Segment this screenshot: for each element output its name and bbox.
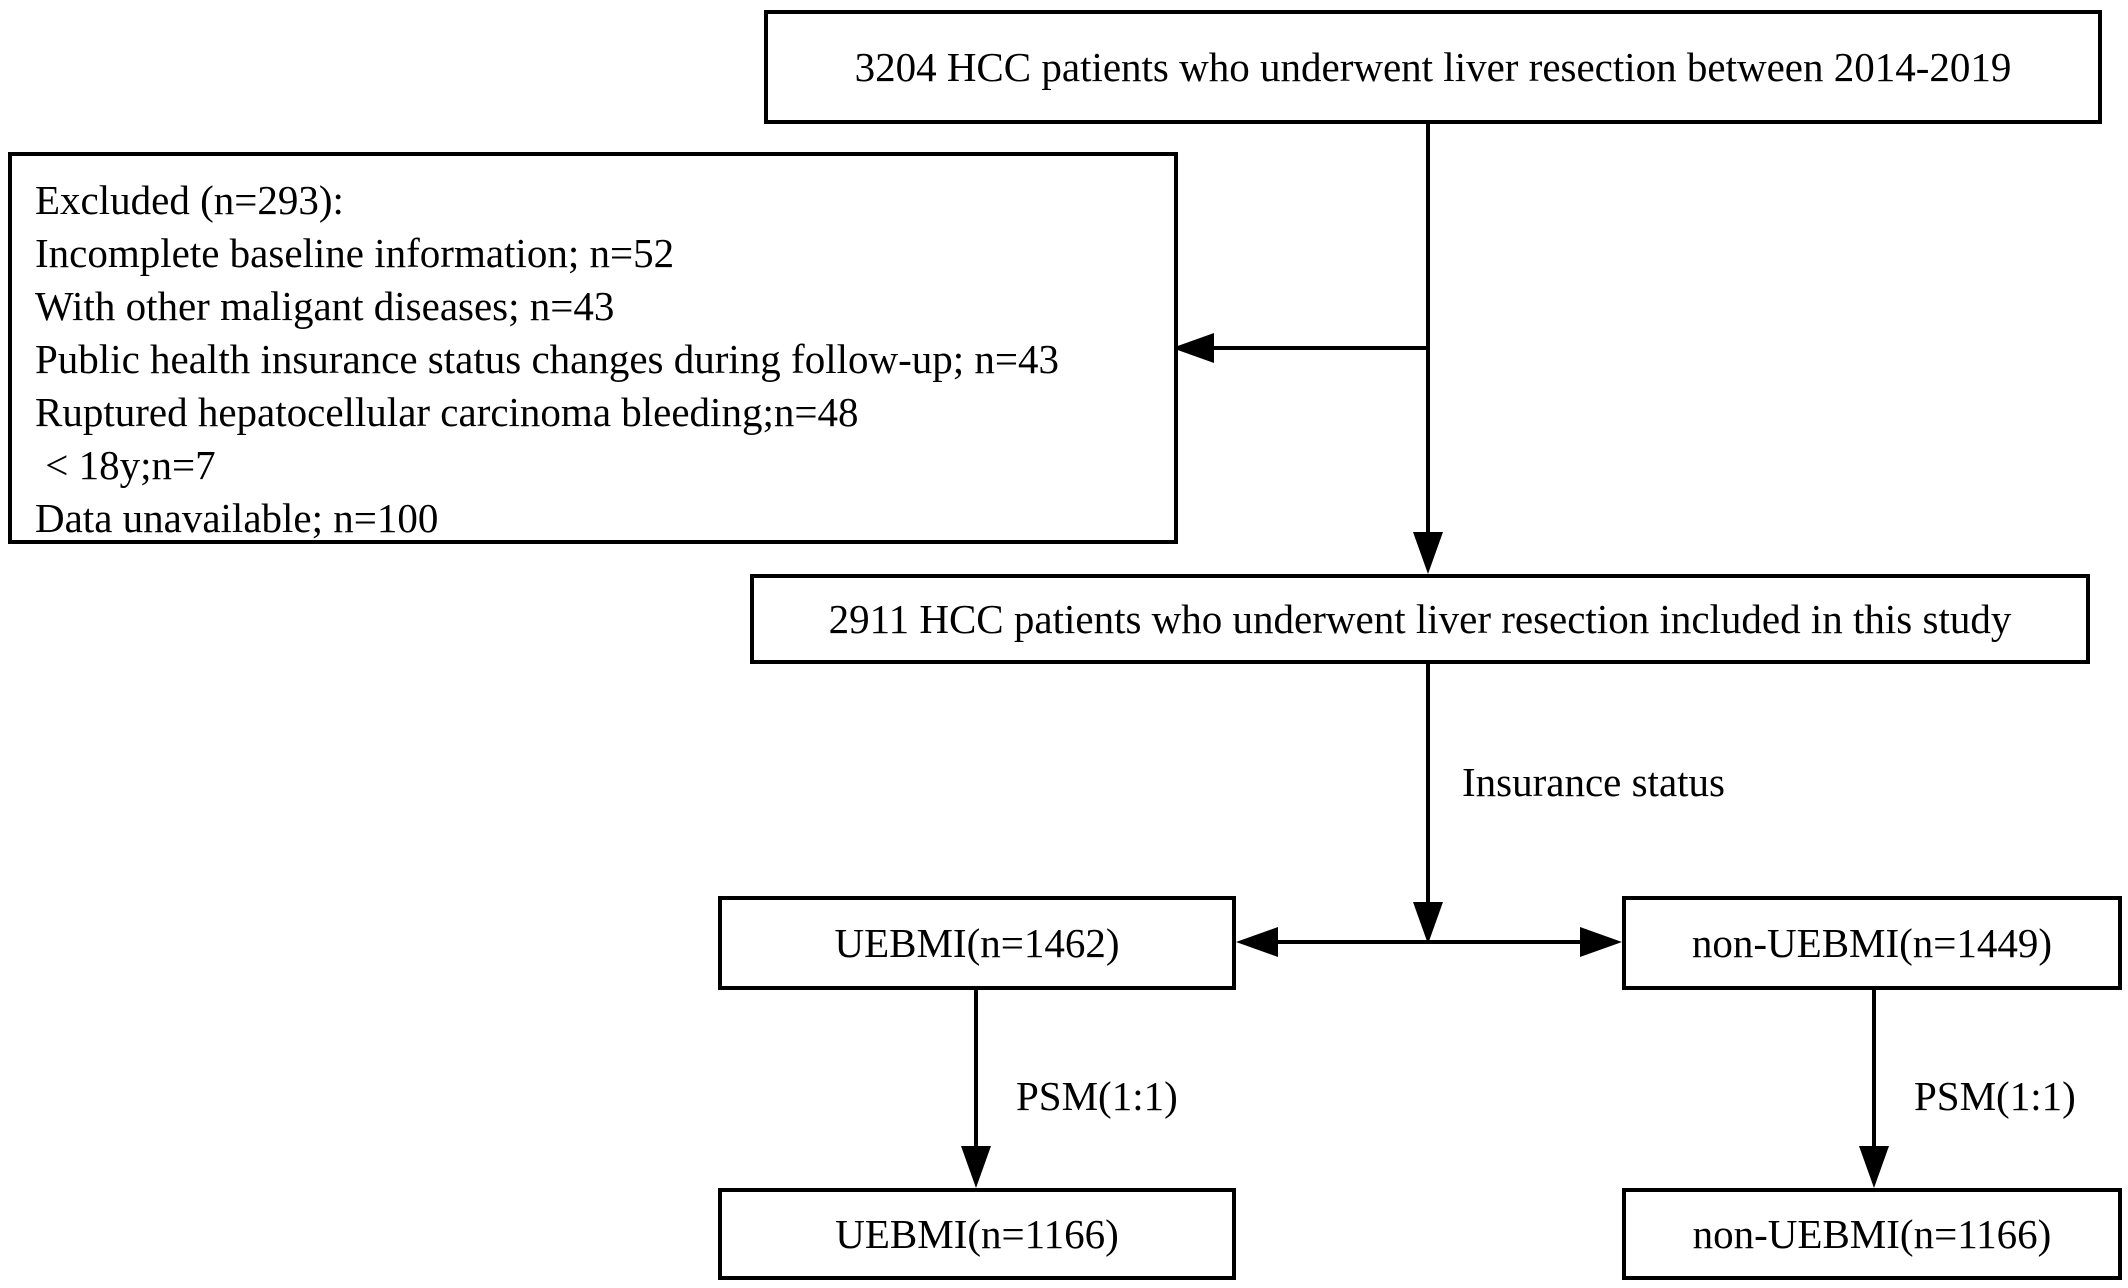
excluded-reason-insurance-change: Public health insurance status changes d… — [35, 336, 1059, 382]
arrowhead-to-uebmi — [1236, 927, 1278, 957]
arrowhead-right-psm — [1859, 1146, 1889, 1188]
excluded-reason-under-18: < 18y;n=7 — [35, 442, 216, 488]
excluded-reason-other-malignant: With other maligant diseases; n=43 — [35, 283, 615, 329]
psm-left-label: PSM(1:1) — [1016, 1073, 1178, 1119]
arrowhead-to-included — [1413, 532, 1443, 574]
excluded-box: Excluded (n=293): Incomplete baseline in… — [8, 152, 1178, 544]
arrowhead-to-non-uebmi — [1580, 927, 1622, 957]
non-uebmi-before-box: non-UEBMI(n=1449) — [1622, 896, 2122, 990]
non-uebmi-after-box: non-UEBMI(n=1166) — [1622, 1188, 2122, 1280]
uebmi-after-box: UEBMI(n=1166) — [718, 1188, 1236, 1280]
included-patients-box: 2911 HCC patients who underwent liver re… — [750, 574, 2090, 664]
excluded-reason-incomplete-baseline: Incomplete baseline information; n=52 — [35, 230, 675, 276]
psm-right-label: PSM(1:1) — [1914, 1073, 2076, 1119]
excluded-reason-ruptured-bleeding: Ruptured hepatocellular carcinoma bleedi… — [35, 389, 859, 435]
excluded-reason-data-unavailable: Data unavailable; n=100 — [35, 495, 439, 541]
uebmi-before-box: UEBMI(n=1462) — [718, 896, 1236, 990]
arrowhead-split-down — [1413, 902, 1443, 944]
arrowhead-left-psm — [961, 1146, 991, 1188]
excluded-title: Excluded (n=293): — [35, 177, 344, 223]
insurance-status-label: Insurance status — [1462, 759, 1725, 805]
total-patients-box: 3204 HCC patients who underwent liver re… — [764, 10, 2102, 124]
arrowhead-to-excluded — [1172, 333, 1214, 363]
